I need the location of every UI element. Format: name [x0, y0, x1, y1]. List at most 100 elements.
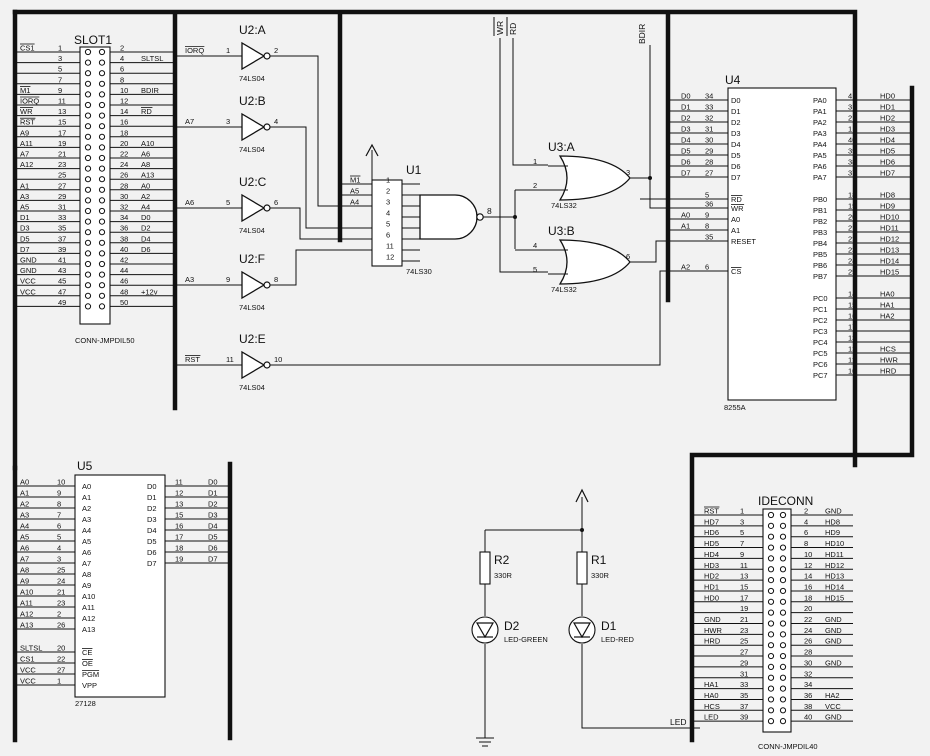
u4-right-signal: HD3: [880, 125, 895, 134]
u2-input-pin: 11: [226, 355, 234, 364]
ide-pin-number: 8: [804, 539, 808, 548]
u2-output-pin: 8: [274, 275, 278, 284]
u4-right-signal: HRD: [880, 367, 897, 376]
ide-pin-dot: [779, 587, 787, 595]
u4-pin-number: 36: [705, 200, 713, 209]
slot1-pin-dot: [98, 165, 106, 172]
u4-left-signal: A0: [681, 211, 690, 220]
u4-pin-name: PB1: [813, 206, 827, 215]
slot1-pin-number: 3: [58, 54, 62, 63]
u2-inverter-bubble: [263, 204, 271, 212]
slot1-pin-dot: [98, 250, 106, 257]
u5-pin-name: D5: [147, 537, 157, 546]
ide-pin-dot: [767, 522, 775, 529]
u4-right-signal: HD8: [880, 191, 895, 200]
slot1-signal-left: CS1: [20, 44, 35, 53]
u1-pin-number: 11: [386, 242, 394, 251]
slot1-pin-dot: [98, 101, 106, 109]
u4-pin-name: PC5: [813, 349, 828, 358]
ide-signal-left: GND: [704, 615, 721, 624]
ide-pin-dot: [767, 663, 775, 671]
ide-signal-right: HD11: [825, 550, 844, 559]
u4-pin-number: 9: [705, 211, 709, 220]
ide-pin-dot: [767, 533, 775, 540]
ide-signal-left: HWR: [704, 626, 722, 635]
slot1-footprint: CONN-JMPDIL50: [75, 336, 135, 345]
ide-pin-number: 12: [804, 561, 812, 570]
u1-pin-number: 2: [386, 187, 390, 196]
u4-pin-name: WR: [731, 204, 744, 213]
u4-pin-number: 15: [848, 301, 856, 310]
u5-pin-name: A8: [82, 570, 91, 579]
u5-pin-name: D4: [147, 526, 157, 535]
ide-pin-dot: [779, 577, 787, 584]
ide-pin-number: 40: [804, 713, 812, 722]
slot1-pin-number: 16: [120, 118, 128, 127]
resistor-body: [479, 551, 491, 585]
u5-pin-number: 3: [57, 555, 61, 564]
slot1-pin-dot: [98, 186, 106, 193]
slot1-pin-number: 46: [120, 277, 128, 286]
ideconn-label: IDECONN: [758, 494, 813, 508]
led-diode-icon: [475, 622, 495, 639]
slot1-pin-dot: [84, 207, 92, 215]
ide-pin-dot: [767, 674, 775, 681]
ide-pin-number: 15: [740, 582, 748, 591]
u5-left-signal: A9: [20, 577, 29, 586]
u5-right-signal: D0: [208, 478, 218, 487]
u4-pin-number: 38: [848, 158, 856, 167]
u5-pin-number: 7: [57, 511, 61, 520]
u4-left-signal: D5: [681, 147, 691, 156]
u4-pin-name: RESET: [731, 237, 756, 246]
led-vcc-arrow-icon: [575, 488, 589, 503]
u4-pin-name: D3: [731, 129, 741, 138]
ide-signal-left: HCS: [704, 702, 720, 711]
u4-right-signal: HD14: [880, 257, 899, 266]
u4-pin-name: A0: [731, 215, 740, 224]
slot1-pin-number: 34: [120, 213, 128, 222]
ideconn-footprint: CONN-JMPDIL40: [758, 742, 818, 751]
slot1-pin-number: 15: [58, 118, 66, 127]
slot1-signal-right: A10: [141, 139, 154, 148]
ide-signal-right: VCC: [825, 702, 841, 711]
slot1-pin-number: 39: [58, 245, 66, 254]
u4-pin-number: 22: [848, 235, 856, 244]
u4-pin-number: 17: [848, 323, 856, 332]
u5-left-signal: A3: [20, 511, 29, 520]
u2-input-signal: A7: [185, 117, 194, 126]
u5-left-signal: VCC: [20, 677, 36, 686]
u2-inverter-bubble: [263, 361, 271, 369]
slot1-pin-number: 31: [58, 203, 66, 212]
slot1-pin-dot: [98, 154, 106, 162]
u4-pin-name: D7: [731, 173, 741, 182]
u4-left-signal: D1: [681, 103, 691, 112]
slot1-pin-number: 10: [120, 86, 128, 95]
slot1-signal-left: IORQ: [20, 97, 39, 106]
ide-pin-number: 5: [740, 528, 744, 537]
ide-signal-left: HD0: [704, 593, 719, 602]
ide-signal-right: HD12: [825, 561, 844, 570]
slot1-pin-dot: [98, 112, 106, 119]
u5-pin-number: 19: [175, 555, 183, 564]
u3-or-body: [558, 155, 631, 201]
slot1-pin-number: 48: [120, 287, 128, 296]
u1-pin-number: 5: [386, 220, 390, 229]
slot1-pin-dot: [84, 123, 92, 130]
u4-pin-number: 5: [705, 191, 709, 200]
u5-pin-number: 23: [57, 599, 65, 608]
u5-body: [74, 474, 166, 698]
u4-pin-name: PC3: [813, 327, 828, 336]
u5-pin-name: A4: [82, 526, 91, 535]
u5-left-signal: A8: [20, 566, 29, 575]
u4-pin-number: 24: [848, 257, 856, 266]
ide-pin-number: 28: [804, 648, 812, 657]
u4-pin-number: 37: [848, 169, 856, 178]
ide-signal-left: LED: [704, 713, 719, 722]
u2-input-signal: IORQ: [185, 46, 204, 55]
slot1-pin-dot: [84, 112, 92, 119]
ide-signal-right: GND: [825, 615, 842, 624]
u2-part-label: 74LS04: [239, 383, 265, 392]
slot1-pin-number: 27: [58, 181, 66, 190]
u4-pin-name: PA4: [813, 140, 827, 149]
u4-pin-name: PA2: [813, 118, 827, 127]
